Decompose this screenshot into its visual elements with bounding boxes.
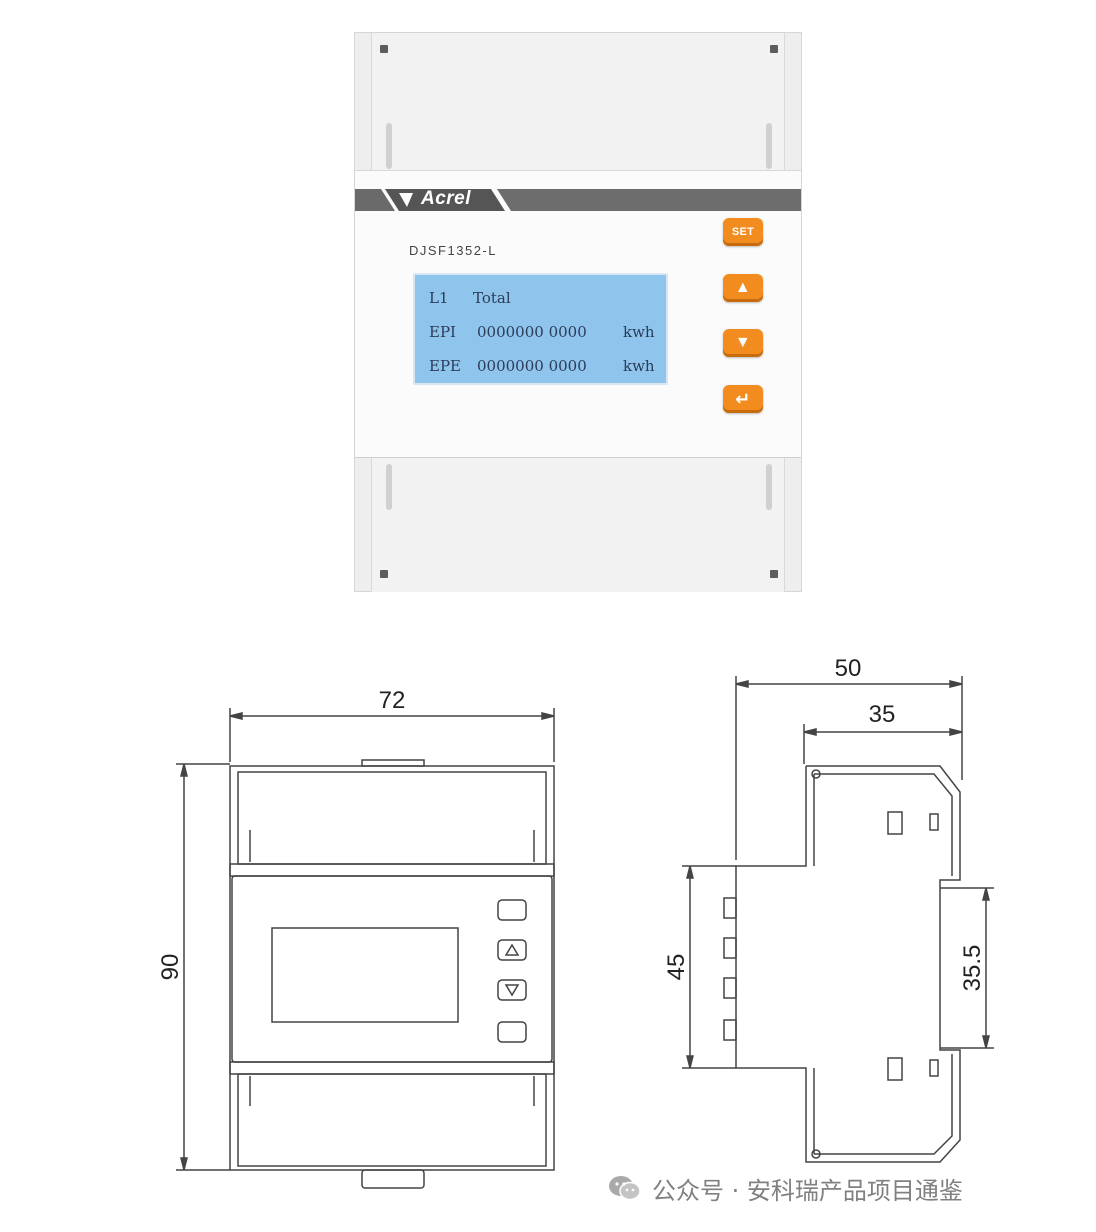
lcd-line3-value: 0000000 0000 [477,357,587,375]
top-terminal-cover [371,33,785,170]
lcd-line2-value: 0000000 0000 [477,323,587,341]
enter-button[interactable]: ↵ [723,385,763,413]
set-button[interactable]: SET [723,218,763,246]
arrow-up-icon: ▲ [734,279,752,296]
lcd-line1-label: L1 [429,289,449,307]
cover-slot [386,464,392,510]
watermark: 公众号 · 安科瑞产品项目通鉴 [608,1168,963,1208]
lcd-line3-label: EPE [429,357,461,375]
inner-height-label: 35.5 [959,945,986,992]
meter-photo: Acrel DJSF1352-L L1 Total EPI 0000000 00… [354,32,802,592]
screw [770,45,778,53]
depth-total-label: 50 [835,655,862,682]
set-button-label: SET [731,226,755,238]
brand-band [355,189,801,211]
front-view-drawing: 72 90 [157,687,555,1189]
down-button[interactable]: ▼ [723,329,763,357]
arrow-down-icon: ▼ [734,334,752,351]
screw [770,570,778,578]
brand-logo-text: Acrel [421,188,472,209]
height-dimension-label: 90 [157,954,184,981]
meter-front-panel: Acrel DJSF1352-L L1 Total EPI 0000000 00… [355,170,801,458]
model-label: DJSF1352-L [409,243,497,258]
watermark-text: 公众号 · 安科瑞产品项目通鉴 [652,1176,963,1205]
lcd-line1-value: Total [473,289,511,307]
acrel-logo-icon [399,193,413,207]
din-height-label: 45 [663,954,690,981]
wechat-icon [609,1176,641,1201]
lcd-line2-label: EPI [429,323,456,341]
lcd-line2-unit: kwh [623,323,655,341]
cover-slot [766,464,772,510]
screw [380,570,388,578]
cover-slot [766,123,772,169]
lcd-line3-unit: kwh [623,357,655,375]
side-view-drawing: 50 35 45 35.5 [663,655,994,1163]
enter-icon: ↵ [735,388,751,409]
lcd-display: L1 Total EPI 0000000 0000 kwh EPE 000000… [413,273,668,385]
cover-slot [386,123,392,169]
screw [380,45,388,53]
up-button[interactable]: ▲ [723,274,763,302]
bottom-terminal-cover [371,458,785,592]
width-dimension-label: 72 [379,687,406,714]
depth-body-label: 35 [869,701,896,728]
